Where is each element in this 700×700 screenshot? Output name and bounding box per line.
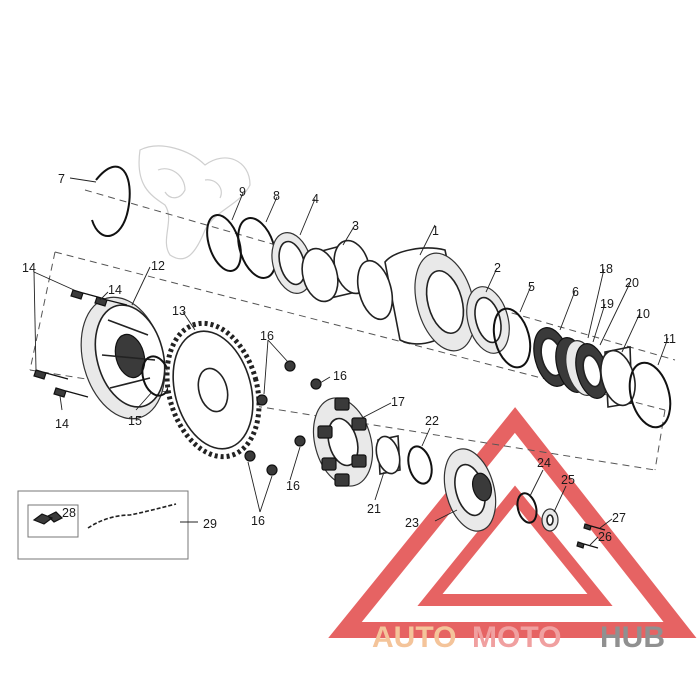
part-18-19-20-bearing-stack xyxy=(555,337,609,399)
callout-19: 19 xyxy=(600,297,614,311)
callout-5: 5 xyxy=(528,280,535,294)
part-23-drive-flange xyxy=(443,448,497,532)
part-26-27-small-bolts xyxy=(576,523,606,549)
callout-14-bottom: 14 xyxy=(55,417,69,431)
callout-28: 28 xyxy=(62,506,76,520)
callout-10: 10 xyxy=(636,307,650,321)
swingarm-ghost-outline xyxy=(138,145,251,260)
watermark-logo-text: AUTO MOTO HUB xyxy=(372,621,665,654)
part-25-nut xyxy=(541,508,559,532)
leader-lines xyxy=(33,177,669,546)
watermark-triangle xyxy=(328,407,697,638)
callout-4: 4 xyxy=(312,192,319,206)
callout-29: 29 xyxy=(203,517,217,531)
callout-7: 7 xyxy=(58,172,65,186)
part-7-circlip xyxy=(91,165,131,237)
callout-17: 17 xyxy=(391,395,405,409)
callout-26: 26 xyxy=(598,530,612,544)
part-1-eccentric-hub xyxy=(356,247,476,352)
callout-27: 27 xyxy=(612,511,626,525)
callout-15: 15 xyxy=(128,414,142,428)
part-8-o-ring xyxy=(237,217,277,279)
callout-16-bottom: 16 xyxy=(251,514,265,528)
part-10-spacer xyxy=(600,346,636,408)
part-11-o-ring xyxy=(628,361,672,429)
callout-25: 25 xyxy=(561,473,575,487)
part-22-o-ring xyxy=(407,445,433,485)
callout-6: 6 xyxy=(572,285,579,299)
callout-24: 24 xyxy=(537,456,551,470)
callout-16-top: 16 xyxy=(260,329,274,343)
watermark-moto: MOTO xyxy=(472,621,561,654)
part-13-sprocket xyxy=(164,320,262,460)
callout-16-right: 16 xyxy=(333,369,347,383)
part-12-sprocket-carrier xyxy=(80,296,166,420)
part-5-o-ring xyxy=(492,307,532,369)
callout-16-mid: 16 xyxy=(286,479,300,493)
callout-numbers: 1 2 3 4 5 6 7 8 9 10 11 12 13 14 14 14 1… xyxy=(22,172,676,544)
callout-22: 22 xyxy=(425,414,439,428)
watermark-auto: AUTO xyxy=(372,621,456,654)
part-17-cush-drive-rubber xyxy=(312,397,374,487)
part-24-o-ring xyxy=(516,492,538,524)
part-4-bearing xyxy=(271,232,313,294)
callout-18: 18 xyxy=(599,262,613,276)
callout-20: 20 xyxy=(625,276,639,290)
part-16-nuts xyxy=(244,360,322,476)
part-14-bolts xyxy=(33,289,128,398)
callout-2: 2 xyxy=(494,261,501,275)
callout-11: 11 xyxy=(663,332,676,346)
callout-8: 8 xyxy=(273,189,280,203)
watermark-hub: HUB xyxy=(600,621,665,654)
part-21-spacer xyxy=(375,435,401,475)
part-9-o-ring xyxy=(206,214,242,272)
callout-21: 21 xyxy=(367,502,381,516)
callout-9: 9 xyxy=(239,185,246,199)
callout-3: 3 xyxy=(352,219,359,233)
part-28-29-chain-inset xyxy=(17,490,189,560)
callout-14-top-left: 14 xyxy=(22,261,36,275)
callout-12: 12 xyxy=(151,259,165,273)
callout-1: 1 xyxy=(432,224,439,238)
callout-13: 13 xyxy=(172,304,186,318)
callout-14-top: 14 xyxy=(108,283,122,297)
callout-23: 23 xyxy=(405,516,419,530)
